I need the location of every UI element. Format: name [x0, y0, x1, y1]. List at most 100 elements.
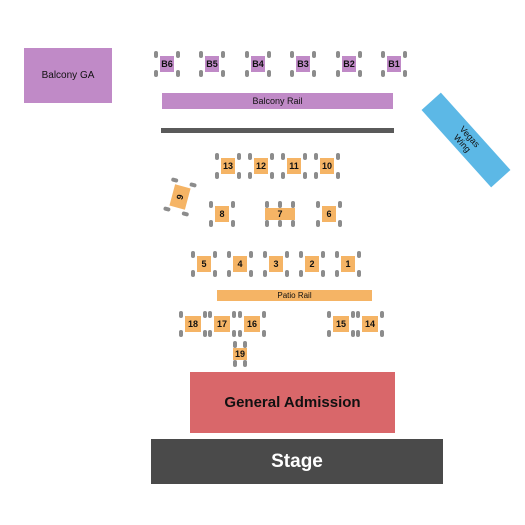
- seat: [316, 220, 320, 227]
- seat: [290, 51, 294, 58]
- seat: [221, 70, 225, 77]
- seat: [265, 201, 269, 208]
- seat: [203, 330, 207, 337]
- general-admission-section[interactable]: General Admission: [190, 372, 395, 433]
- seat: [262, 330, 266, 337]
- table-number: B4: [251, 56, 265, 72]
- table-number: 7: [265, 208, 295, 220]
- table-11[interactable]: 11: [281, 153, 307, 179]
- seat: [380, 330, 384, 337]
- table-number: B5: [205, 56, 219, 72]
- seat: [249, 251, 253, 258]
- balcony-ga-section[interactable]: Balcony GA: [24, 48, 112, 103]
- seat: [181, 211, 190, 217]
- table-number: 2: [305, 256, 319, 272]
- table-booth-b2[interactable]: B2: [336, 51, 362, 77]
- seat: [380, 311, 384, 318]
- seat: [233, 360, 237, 367]
- table-6[interactable]: 6: [316, 201, 342, 227]
- table-12[interactable]: 12: [248, 153, 274, 179]
- seat: [403, 70, 407, 77]
- table-booth-b1[interactable]: B1: [381, 51, 407, 77]
- seat: [189, 182, 197, 188]
- table-number: 1: [341, 256, 355, 272]
- table-2[interactable]: 2: [299, 251, 325, 277]
- seat: [270, 153, 274, 160]
- vegas-wing-section[interactable]: Vegas Wing: [421, 92, 511, 188]
- table-14[interactable]: 14: [356, 311, 384, 337]
- table-3[interactable]: 3: [263, 251, 289, 277]
- table-number: 4: [233, 256, 247, 272]
- table-13[interactable]: 13: [215, 153, 241, 179]
- table-number: 13: [221, 158, 235, 174]
- table-7[interactable]: 7: [262, 201, 298, 227]
- seat: [215, 172, 219, 179]
- table-8[interactable]: 8: [209, 201, 235, 227]
- seat: [191, 270, 195, 277]
- seat: [285, 251, 289, 258]
- table-booth-b5[interactable]: B5: [199, 51, 225, 77]
- seat: [381, 70, 385, 77]
- seat: [351, 330, 355, 337]
- table-booth-b3[interactable]: B3: [290, 51, 316, 77]
- seat: [299, 270, 303, 277]
- table-number: 8: [215, 206, 229, 222]
- seat: [231, 201, 235, 208]
- table-15[interactable]: 15: [327, 311, 355, 337]
- seat: [403, 51, 407, 58]
- seat: [303, 172, 307, 179]
- balcony-rail-section[interactable]: Balcony Rail: [162, 93, 393, 109]
- table-number: B3: [296, 56, 310, 72]
- table-number: 14: [362, 316, 378, 332]
- seat: [176, 70, 180, 77]
- seat: [154, 70, 158, 77]
- seat: [336, 153, 340, 160]
- seat: [191, 251, 195, 258]
- table-number: 6: [322, 206, 336, 222]
- table-16[interactable]: 16: [238, 311, 266, 337]
- seat: [336, 172, 340, 179]
- seat: [227, 251, 231, 258]
- table-10[interactable]: 10: [314, 153, 340, 179]
- seat: [208, 311, 212, 318]
- balcony-ga-label: Balcony GA: [41, 70, 95, 81]
- seat: [243, 360, 247, 367]
- seat: [351, 311, 355, 318]
- seat: [245, 51, 249, 58]
- table-19[interactable]: 19: [230, 341, 250, 367]
- table-number: 5: [197, 256, 211, 272]
- seat: [208, 330, 212, 337]
- seat: [213, 270, 217, 277]
- seat: [312, 51, 316, 58]
- table-4[interactable]: 4: [227, 251, 253, 277]
- table-9[interactable]: 9: [163, 177, 197, 217]
- seat: [163, 206, 171, 212]
- seat: [327, 311, 331, 318]
- seat: [238, 311, 242, 318]
- seat: [262, 311, 266, 318]
- seat: [176, 51, 180, 58]
- vegas-wing-label: Vegas Wing: [451, 124, 482, 155]
- seat: [179, 330, 183, 337]
- seat: [232, 311, 236, 318]
- seat: [338, 201, 342, 208]
- stage: Stage: [151, 439, 443, 484]
- seat: [243, 341, 247, 348]
- seat: [270, 172, 274, 179]
- table-17[interactable]: 17: [208, 311, 236, 337]
- seat: [314, 172, 318, 179]
- table-booth-b4[interactable]: B4: [245, 51, 271, 77]
- table-booth-b6[interactable]: B6: [154, 51, 180, 77]
- seat: [335, 251, 339, 258]
- seat: [321, 251, 325, 258]
- seat: [281, 172, 285, 179]
- table-number: B2: [342, 56, 356, 72]
- table-5[interactable]: 5: [191, 251, 217, 277]
- balcony-rail-label: Balcony Rail: [252, 96, 303, 106]
- seat: [248, 172, 252, 179]
- patio-rail-section[interactable]: Patio Rail: [217, 290, 372, 301]
- table-18[interactable]: 18: [179, 311, 207, 337]
- table-1[interactable]: 1: [335, 251, 361, 277]
- table-number: 18: [185, 316, 201, 332]
- seat: [221, 51, 225, 58]
